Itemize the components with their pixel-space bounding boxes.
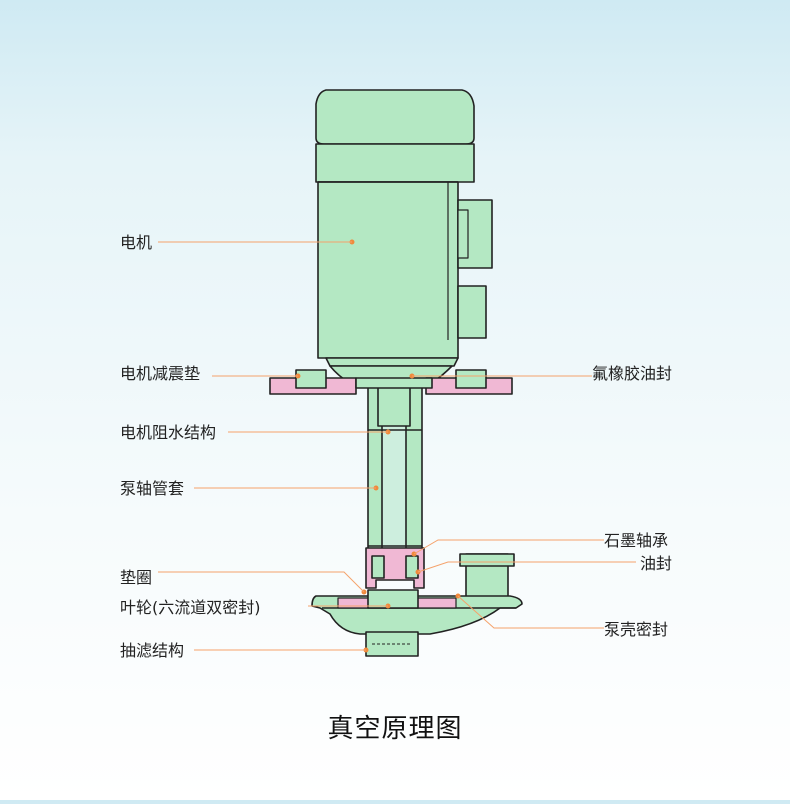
diagram-title: 真空原理图 bbox=[327, 714, 463, 744]
leader-oil-seal bbox=[417, 561, 636, 573]
label-fluoro-oil-seal: 氟橡胶油封 bbox=[592, 364, 673, 383]
label-oil-seal: 油封 bbox=[640, 554, 673, 573]
leader-gasket bbox=[158, 571, 365, 593]
motor-top-cap bbox=[315, 89, 475, 145]
leader-graphite bbox=[413, 539, 604, 555]
motor-body bbox=[317, 181, 459, 359]
leader-casing bbox=[457, 595, 604, 629]
label-shaft-sleeve: 泵轴管套 bbox=[120, 479, 185, 498]
label-casing-seal: 泵壳密封 bbox=[604, 620, 669, 639]
label-motor: 电机 bbox=[120, 233, 153, 252]
label-motor-damper: 电机减震垫 bbox=[120, 364, 201, 383]
label-gasket: 垫圈 bbox=[120, 568, 153, 587]
motor-cap-band bbox=[315, 143, 475, 183]
label-impeller: 叶轮(六流道双密封) bbox=[120, 598, 261, 617]
label-motor-waterproof: 电机阻水结构 bbox=[120, 423, 217, 442]
label-suction-filter: 抽滤结构 bbox=[120, 641, 185, 660]
label-graphite-bearing: 石墨轴承 bbox=[604, 531, 669, 550]
terminal-box-small bbox=[457, 285, 487, 339]
motor-base bbox=[325, 357, 459, 367]
